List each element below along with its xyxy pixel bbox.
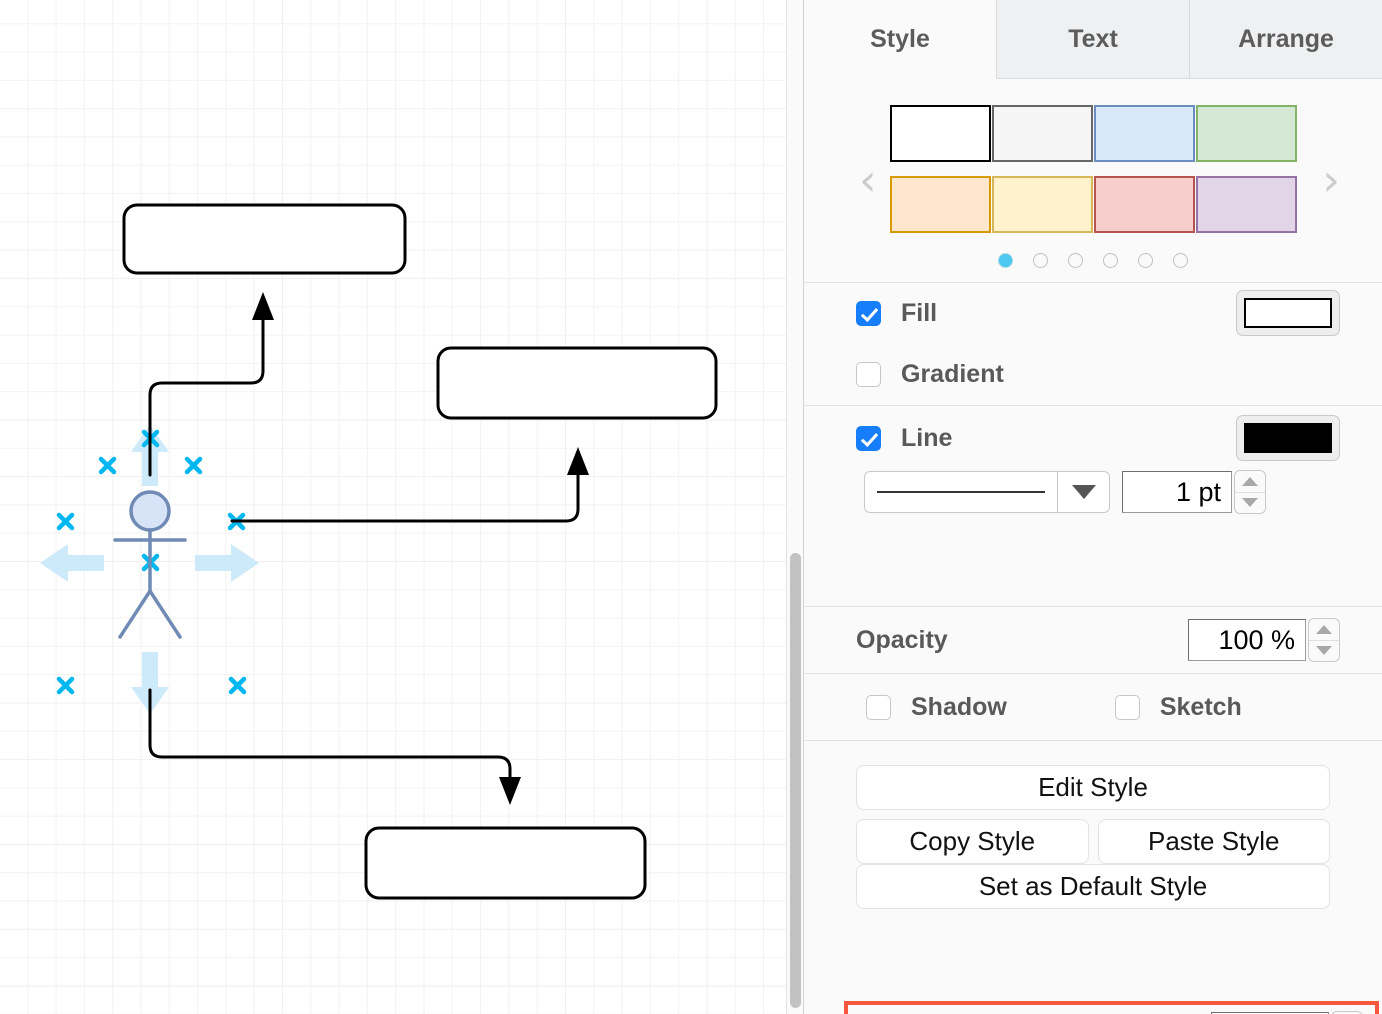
opacity-row: Opacity 100 % [804, 607, 1382, 673]
canvas-vertical-scrollbar[interactable] [790, 553, 801, 1008]
solid-line-icon [865, 491, 1057, 493]
opacity-stepper[interactable] [1308, 618, 1340, 662]
sketch-toggle[interactable]: Sketch [1114, 692, 1242, 722]
style-swatch-grid [887, 105, 1299, 233]
fill-row: Fill [804, 283, 1382, 343]
palette-dot-1[interactable] [998, 253, 1013, 268]
palette-dot-3[interactable] [1068, 253, 1083, 268]
opacity-label: Opacity [856, 625, 948, 654]
line-color-button[interactable] [1236, 415, 1340, 461]
gradient-label: Gradient [901, 359, 1004, 388]
opacity-section: Opacity 100 % [804, 607, 1382, 674]
gradient-checkbox[interactable] [856, 361, 881, 387]
fill-color-button[interactable] [1236, 290, 1340, 336]
format-panel-tabs: Style Text Arrange [804, 0, 1382, 79]
process-box-top [122, 203, 407, 275]
palette-dot-6[interactable] [1173, 253, 1188, 268]
tab-text[interactable]: Text [997, 0, 1190, 78]
perimeter-row-highlight: Perimeter 20 pt [844, 1001, 1379, 1014]
style-swatch-yellow[interactable] [991, 176, 1093, 233]
fill-section: Fill Gradient [804, 283, 1382, 406]
line-style-select[interactable] [864, 471, 1110, 513]
palette-dot-2[interactable] [1033, 253, 1048, 268]
line-section: Line 1 pt Perimeter [804, 406, 1382, 1014]
diagram-canvas[interactable] [0, 0, 786, 1014]
fill-label: Fill [901, 298, 938, 327]
edge-actor-to-bottom-box [148, 688, 512, 790]
tab-style[interactable]: Style [804, 0, 997, 79]
palette-dot-5[interactable] [1138, 253, 1153, 268]
line-width-decrement[interactable] [1235, 493, 1265, 514]
style-swatch-gray[interactable] [991, 105, 1093, 162]
edge-actor-to-top-box [148, 303, 265, 477]
line-width-input[interactable]: 1 pt [1122, 471, 1232, 513]
palette-page-dots [804, 253, 1382, 268]
palette-dot-4[interactable] [1103, 253, 1118, 268]
sketch-label: Sketch [1159, 692, 1242, 721]
copy-style-button[interactable]: Copy Style [856, 819, 1089, 864]
style-swatch-orange[interactable] [889, 176, 991, 233]
sketch-checkbox[interactable] [1114, 694, 1140, 720]
opacity-increment[interactable] [1309, 619, 1339, 641]
set-default-style-button[interactable]: Set as Default Style [856, 864, 1330, 909]
shadow-toggle[interactable]: Shadow [866, 693, 1007, 722]
selection-direction-arrows [40, 425, 259, 714]
effects-row: Shadow Sketch [804, 674, 1382, 740]
perimeter-stepper[interactable] [1331, 1010, 1363, 1014]
style-actions: Edit Style Copy Style Paste Style Set as… [804, 741, 1382, 909]
process-box-middle [436, 346, 718, 420]
line-label: Line [901, 423, 953, 452]
gradient-row: Gradient [804, 343, 1382, 405]
chevron-right-icon[interactable]: › [1322, 154, 1340, 206]
line-width-increment[interactable] [1235, 471, 1265, 493]
style-palette: ‹ › [804, 79, 1382, 283]
line-checkbox[interactable] [856, 425, 881, 451]
style-swatch-red[interactable] [1093, 176, 1195, 233]
opacity-input[interactable]: 100 % [1188, 619, 1306, 661]
chevron-left-icon[interactable]: ‹ [859, 154, 877, 206]
edit-style-button[interactable]: Edit Style [856, 765, 1330, 810]
shadow-label: Shadow [911, 692, 1007, 721]
fill-color-swatch [1244, 298, 1332, 328]
perimeter-input[interactable]: 20 pt [1211, 1011, 1329, 1014]
shadow-checkbox[interactable] [866, 694, 891, 720]
tab-arrange[interactable]: Arrange [1190, 0, 1382, 78]
effects-section: Shadow Sketch [804, 674, 1382, 741]
canvas-scrollbar-track[interactable] [786, 0, 803, 1014]
opacity-decrement[interactable] [1309, 641, 1339, 662]
line-row: Line [804, 406, 1382, 470]
edge-actor-to-middle-box [230, 458, 580, 523]
line-color-swatch [1244, 423, 1332, 453]
fill-checkbox[interactable] [856, 300, 881, 326]
chevron-down-icon[interactable] [1057, 472, 1109, 512]
style-swatch-white[interactable] [889, 105, 991, 162]
style-swatch-purple[interactable] [1195, 176, 1297, 233]
process-boxes [122, 203, 718, 900]
copy-paste-style-row: Copy Style Paste Style [856, 819, 1330, 864]
diagram-svg [40, 203, 718, 900]
format-panel: Style Text Arrange ‹ › [803, 0, 1382, 1014]
edge-arrowheads [252, 292, 589, 805]
style-swatch-green[interactable] [1195, 105, 1297, 162]
line-width-stepper[interactable] [1234, 470, 1266, 514]
line-controls: 1 pt [804, 470, 1382, 530]
style-swatch-blue[interactable] [1093, 105, 1195, 162]
process-box-bottom [364, 826, 647, 900]
actor-shape [113, 490, 187, 639]
paste-style-button[interactable]: Paste Style [1097, 819, 1330, 864]
